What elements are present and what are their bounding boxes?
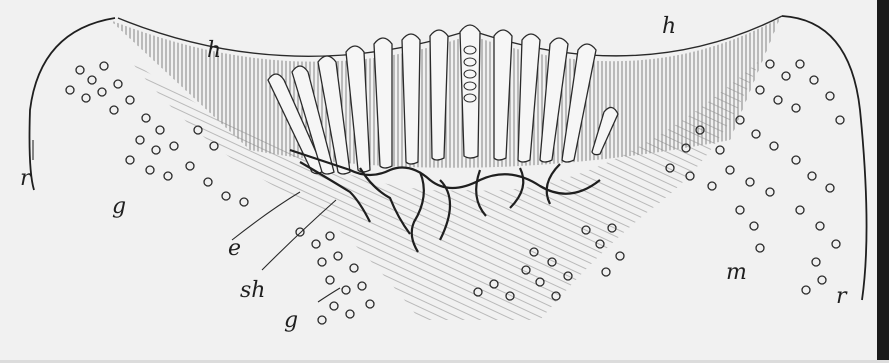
label-sh: sh	[240, 280, 265, 302]
label-e: e	[228, 238, 241, 260]
label-h-left: h	[207, 40, 221, 62]
right-thread	[782, 16, 867, 300]
label-m: m	[726, 262, 747, 284]
scan-border-right	[877, 0, 889, 363]
label-r-left: r	[20, 168, 31, 190]
label-h-right: h	[662, 16, 676, 38]
label-g-left: g	[112, 196, 126, 218]
left-thread	[30, 18, 116, 190]
label-r-right: r	[836, 286, 847, 308]
label-g-bottom: g	[284, 310, 298, 332]
